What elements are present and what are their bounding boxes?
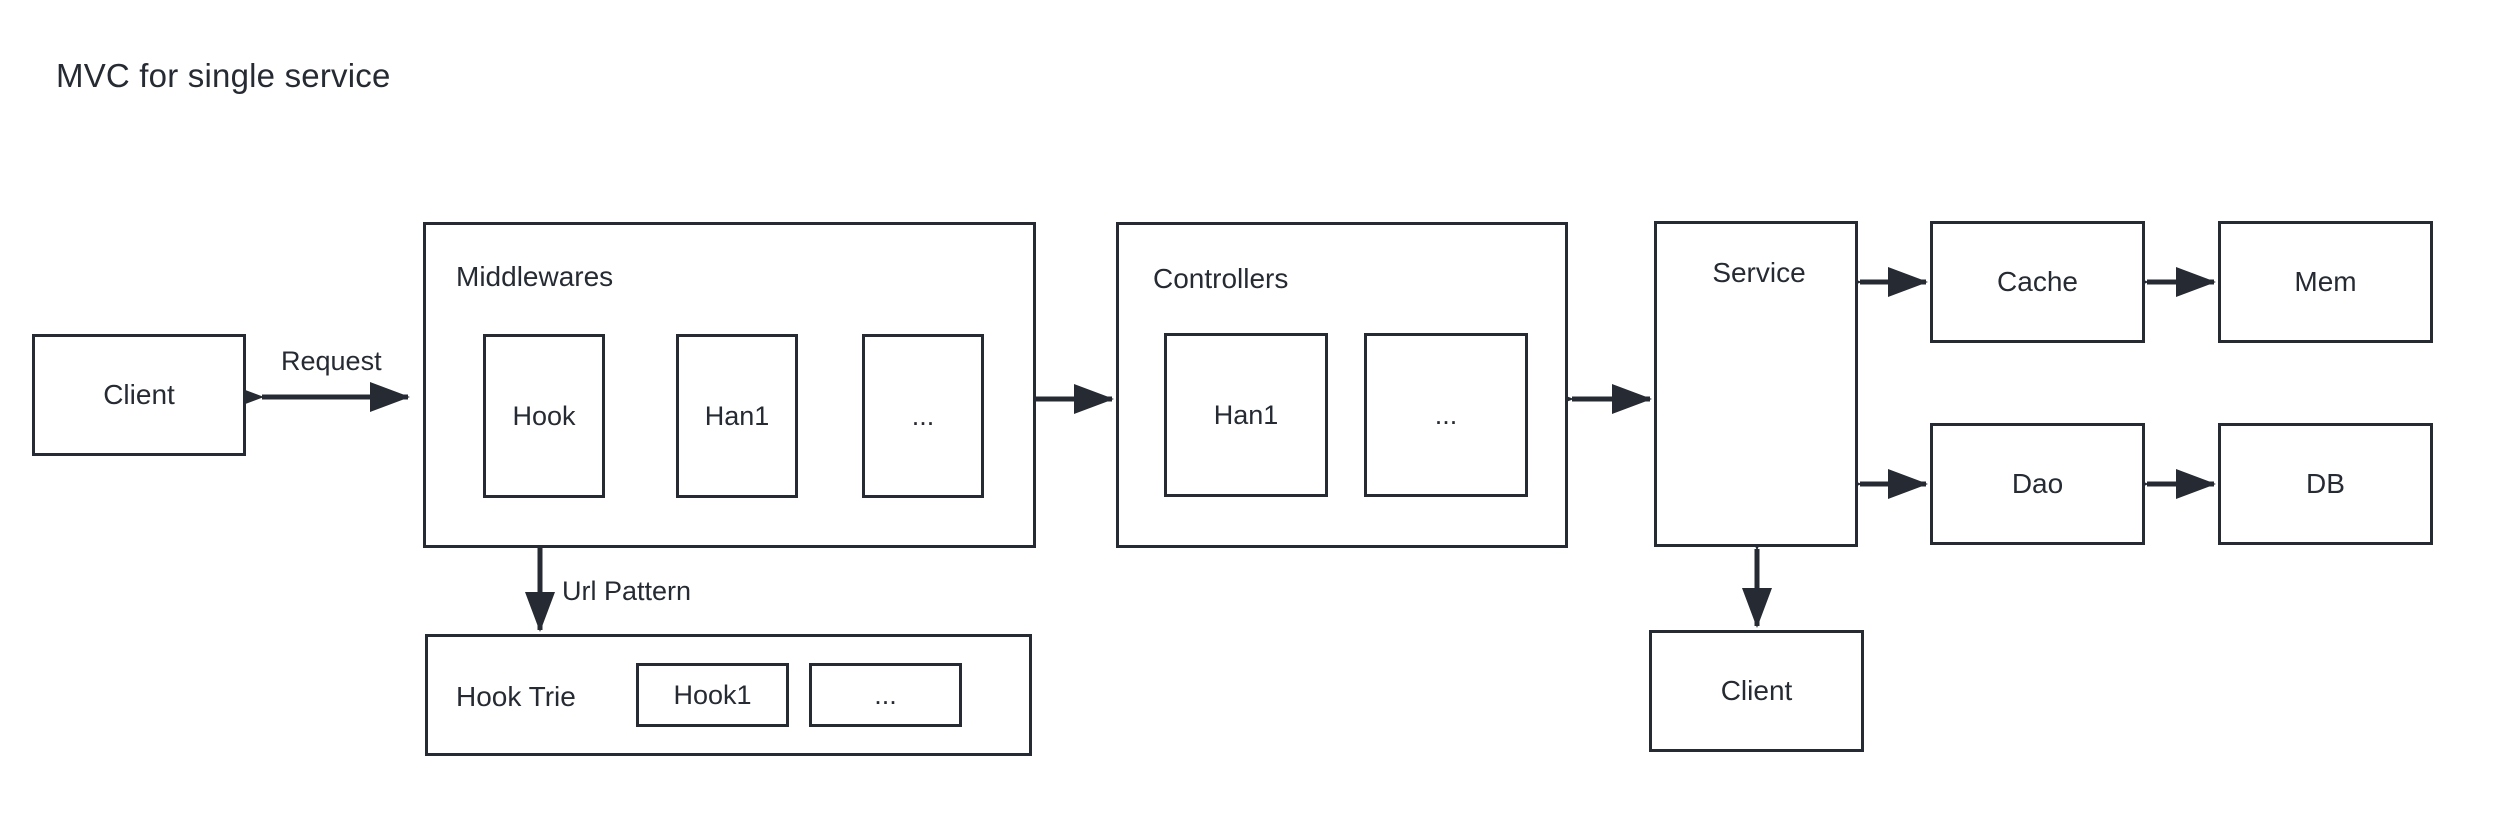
node-cache-label: Cache — [1997, 266, 2078, 297]
node-controllers-han1-label: Han1 — [1213, 399, 1279, 430]
node-mem-label: Mem — [2294, 266, 2357, 297]
node-service[interactable]: Service — [1654, 221, 1858, 547]
node-client-left-label: Client — [103, 379, 175, 410]
page-title: MVC for single service — [56, 57, 391, 94]
node-db-label: DB — [2306, 468, 2345, 499]
node-hook-trie-hook1[interactable]: Hook1 — [636, 663, 789, 727]
node-middlewares-label: Middlewares — [456, 261, 614, 292]
node-middlewares-han1-label: Han1 — [704, 400, 770, 431]
node-client-bottom[interactable]: Client — [1649, 630, 1864, 752]
node-service-label: Service — [1712, 257, 1806, 288]
node-hook-trie-more-label: ... — [874, 679, 897, 710]
node-client-left[interactable]: Client — [32, 334, 246, 456]
node-mem[interactable]: Mem — [2218, 221, 2433, 343]
node-client-bottom-label: Client — [1720, 675, 1793, 706]
node-hook-trie-more[interactable]: ... — [809, 663, 962, 727]
node-cache[interactable]: Cache — [1930, 221, 2145, 343]
node-middlewares-hook-label: Hook — [512, 400, 576, 431]
node-controllers-more[interactable]: ... — [1364, 333, 1528, 497]
node-hook-trie-hook1-label: Hook1 — [673, 679, 752, 710]
node-dao[interactable]: Dao — [1930, 423, 2145, 545]
node-middlewares-more-label: ... — [911, 400, 935, 431]
node-controllers-label: Controllers — [1153, 263, 1289, 294]
edge-label-url-pattern: Url Pattern — [562, 576, 692, 606]
node-controllers-more-label: ... — [1434, 399, 1458, 430]
node-middlewares-hook[interactable]: Hook — [483, 334, 605, 498]
node-hook-trie-label: Hook Trie — [456, 681, 576, 712]
node-db[interactable]: DB — [2218, 423, 2433, 545]
node-middlewares-more[interactable]: ... — [862, 334, 984, 498]
node-controllers-han1[interactable]: Han1 — [1164, 333, 1328, 497]
node-middlewares-han1[interactable]: Han1 — [676, 334, 798, 498]
node-dao-label: Dao — [2011, 468, 2064, 499]
edge-label-request: Request — [281, 346, 382, 376]
